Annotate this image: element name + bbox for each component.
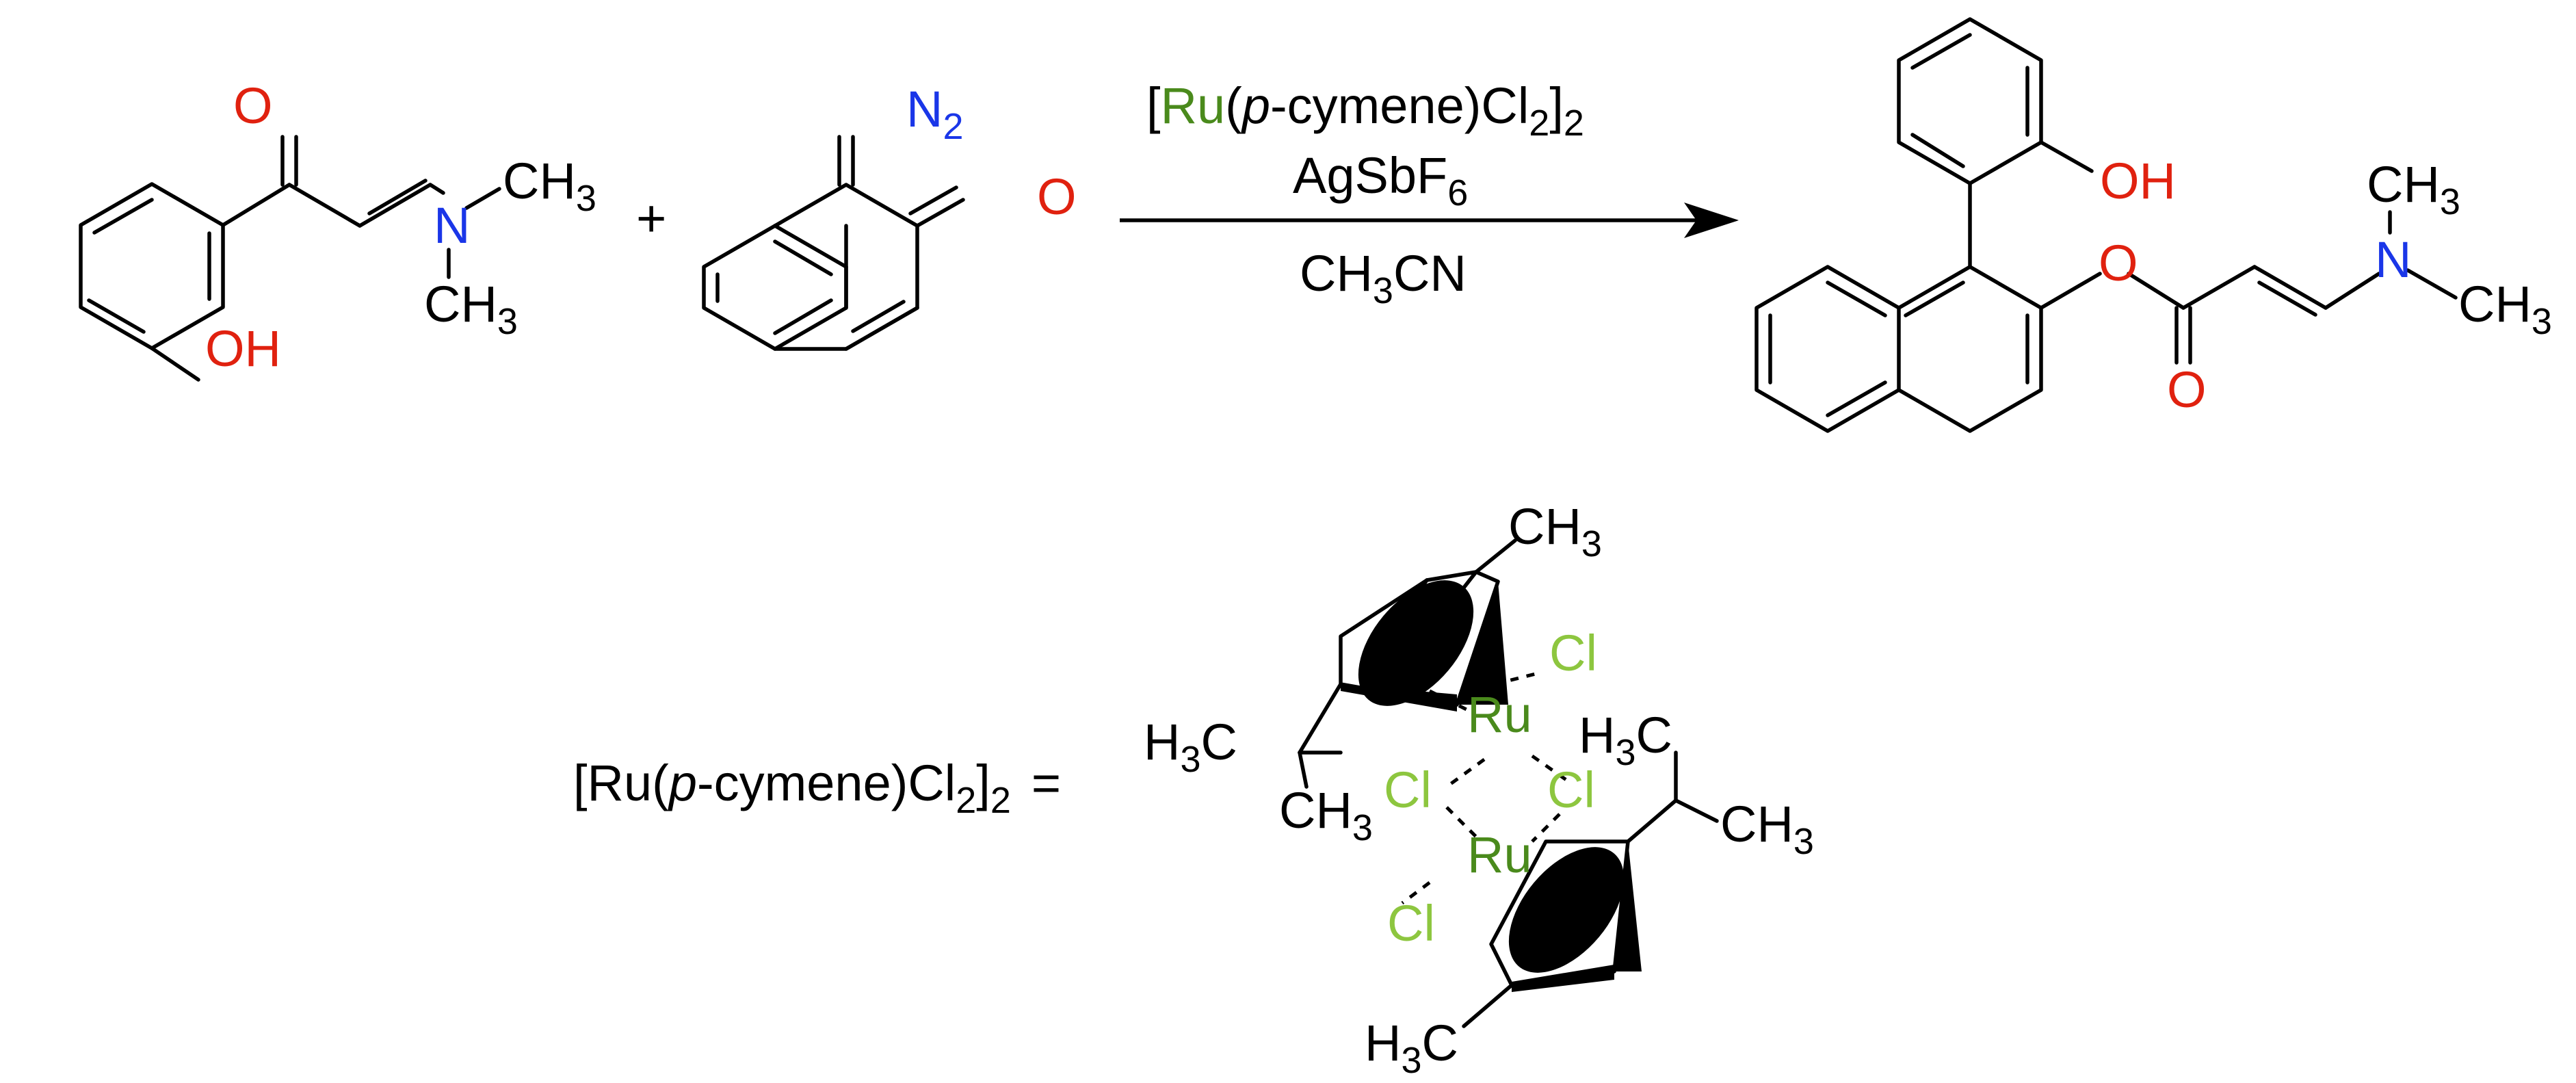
definition-lhs: [Ru(p-cymene)Cl2]2= (573, 755, 1061, 821)
solvent-label: CH3CN (1300, 245, 1467, 311)
additive-label: AgSbF6 (1293, 147, 1468, 213)
cl-3: Cl (1547, 761, 1595, 818)
reagent-1-methyl-bottom: CH3 (424, 276, 518, 342)
product-methyl-top: CH3 (2367, 156, 2460, 222)
cl-1: Cl (1549, 625, 1597, 681)
plus-sign: + (636, 190, 666, 248)
reagent-1-hydroxyl: OH (205, 320, 281, 377)
ch3-right: CH3 (1720, 796, 1814, 862)
upper-arene-wedge (1457, 582, 1508, 705)
product-carbonyl-O: O (2167, 361, 2207, 418)
product-ester-O: O (2099, 235, 2138, 291)
reagent-2-ketone-O: O (1037, 168, 1077, 225)
ru-cymene-dimer-structure: CH3 Cl Ru H3C CH3 Cl Cl H3C CH3 Ru Cl H3… (1144, 498, 1814, 1081)
reagent-1-enaminone: O OH N CH3 CH3 (79, 77, 596, 382)
reaction-arrow (1120, 203, 1739, 238)
h3c-right: H3C (1579, 707, 1672, 773)
reagent-2-bonds (702, 135, 965, 351)
catalyst-label: [Ru(p-cymene)Cl2]2 (1146, 77, 1584, 144)
reagent-1-N: N (434, 197, 470, 254)
product-methyl-right: CH3 (2458, 276, 2552, 342)
cl-4: Cl (1387, 895, 1435, 952)
lower-arene (1462, 751, 1719, 1028)
ch3-top: CH3 (1508, 498, 1602, 564)
reagent-2-diazonaphthoquinone: N2 O (702, 81, 1077, 351)
lower-arene-wedge (1614, 841, 1642, 971)
cl-2: Cl (1384, 761, 1432, 818)
ru-1: Ru (1467, 686, 1532, 743)
product-bonds (1754, 17, 2458, 433)
product-N: N (2375, 231, 2411, 288)
reagent-1-carbonyl-O: O (233, 77, 273, 134)
reagent-1-bonds (79, 135, 501, 382)
ru-cl-bridging-bonds (1401, 672, 1568, 904)
product-biaryl-ester: OH O O N CH3 CH3 (1754, 17, 2552, 433)
lower-arene-wedge-2 (1512, 965, 1614, 992)
h3c-left: H3C (1144, 714, 1237, 780)
reagent-1-methyl-top: CH3 (503, 153, 596, 219)
upper-arene-wedge-2 (1341, 684, 1457, 712)
ch3-left-low: CH3 (1279, 782, 1373, 848)
h3c-bottom: H3C (1365, 1015, 1458, 1081)
ru-2: Ru (1467, 826, 1532, 883)
reagent-2-diazo: N2 (906, 81, 964, 147)
product-hydroxyl: OH (2100, 153, 2176, 209)
